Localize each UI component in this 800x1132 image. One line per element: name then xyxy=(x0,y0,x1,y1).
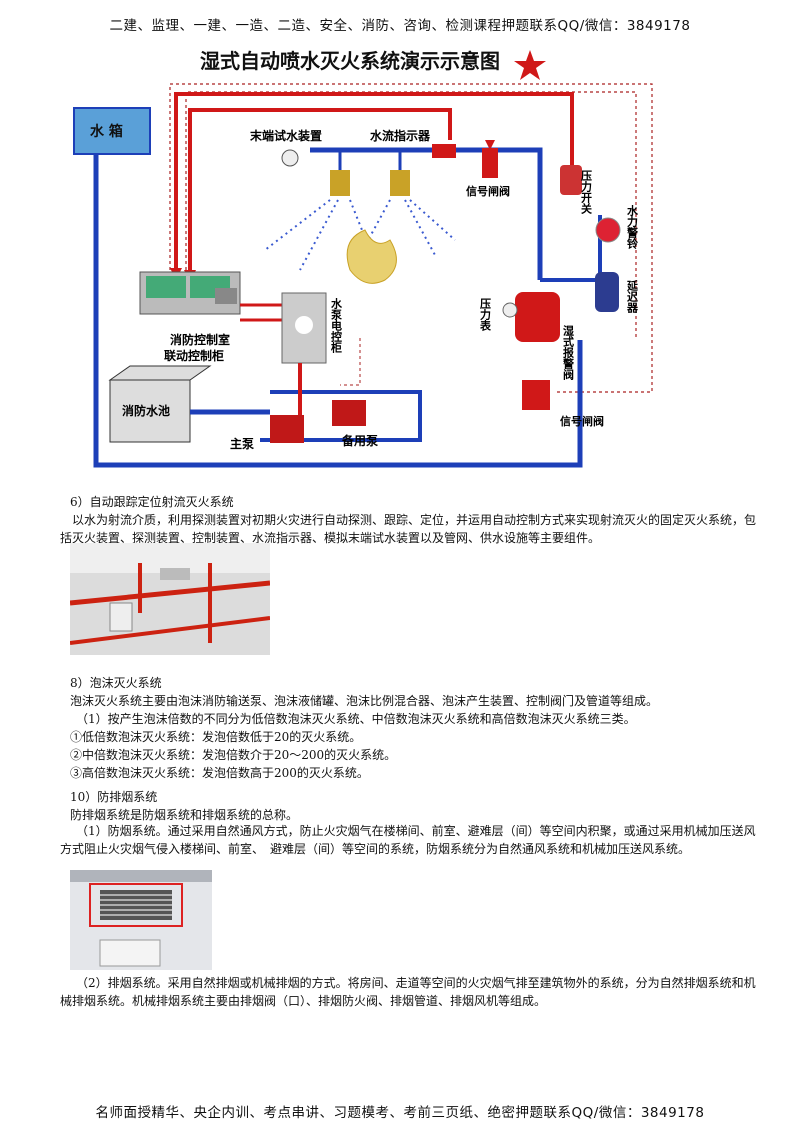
flow-indicator-label: 水流指示器 xyxy=(370,128,431,143)
smoke-vent-photo xyxy=(70,870,212,970)
section-8-line-1: 泡沫灭火系统主要由泡沫消防输送泵、泡沫液储罐、泡沫比例混合器、泡沫产生装置、控制… xyxy=(70,694,659,708)
fire-pool xyxy=(109,379,191,443)
main-pump-label: 主泵 xyxy=(230,436,254,451)
signal-valve-bottom-label: 信号闸阀 xyxy=(560,414,604,428)
linkage-cabinet-label: 联动控制柜 xyxy=(164,348,224,363)
section-8-line-3: ①低倍数泡沫灭火系统：发泡倍数低于20的灭火系统。 xyxy=(70,730,362,744)
section-8-line-5: ③高倍数泡沫灭火系统：发泡倍数高于200的灭火系统。 xyxy=(70,766,369,780)
diagram-title: 湿式自动喷水灭火系统演示示意图 xyxy=(200,49,500,73)
fire-pool-label: 消防水池 xyxy=(122,403,170,418)
alarm-valve-label: 湿式报警阀 xyxy=(562,324,576,381)
page-header: 二建、监理、一建、一造、二造、安全、消防、咨询、检测课程押题联系QQ/微信：38… xyxy=(109,18,691,34)
standby-pump xyxy=(332,400,366,426)
control-room-label: 消防控制室 xyxy=(170,332,230,347)
pressure-switch-label: 压力开关 xyxy=(580,169,593,215)
standby-pump-label: 备用泵 xyxy=(341,433,378,448)
end-test-label: 末端试水装置 xyxy=(250,128,322,143)
sprinkler-system-diagram: 湿式自动喷水灭火系统演示示意图 水 箱 末端试水装置 水流指示器 信号闸阀 压力… xyxy=(73,49,653,468)
tracking-jet-photo xyxy=(70,543,270,655)
alarm-bell-label: 水力警铃 xyxy=(626,204,640,250)
pump-panel-label: 水泵电控柜 xyxy=(330,297,344,354)
star-icon xyxy=(514,50,546,80)
water-tank-label: 水 箱 xyxy=(90,123,123,140)
page-footer: 名师面授精华、央企内训、考点串讲、习题模考、考前三页纸、绝密押题联系QQ/微信：… xyxy=(95,1105,705,1121)
main-pump xyxy=(270,415,304,443)
delayer-label: 延迟器 xyxy=(626,279,640,314)
section-8-heading: 8）泡沫灭火系统 xyxy=(70,676,162,690)
section-10-line-1: 防排烟系统是防烟系统和排烟系统的总称。 xyxy=(70,808,299,822)
section-8-line-2: （1）按产生泡沫倍数的不同分为低倍数泡沫灭火系统、中倍数泡沫灭火系统和高倍数泡沫… xyxy=(76,712,636,726)
section-8-line-4: ②中倍数泡沫灭火系统：发泡倍数介于20～200的灭火系统。 xyxy=(70,748,397,762)
signal-valve-top-label: 信号闸阀 xyxy=(466,184,510,198)
pump-control-panel xyxy=(281,292,327,364)
section-10-paragraph-2: （2）排烟系统。采用自然排烟或机械排烟的方式。将房间、走道等空间的火灾烟气排至建… xyxy=(60,976,756,1008)
pressure-gauge-label: 压力表 xyxy=(479,297,493,332)
section-6-heading: 6）自动跟踪定位射流灭火系统 xyxy=(70,495,234,509)
water-tank xyxy=(73,107,151,155)
section-10-paragraph-1: （1）防烟系统。通过采用自然通风方式，防止火灾烟气在楼梯间、前室、避难层（间）等… xyxy=(60,824,756,856)
section-6-paragraph: 以水为射流介质，利用探测装置对初期火灾进行自动探测、跟踪、定位，并运用自动控制方… xyxy=(60,513,757,545)
section-10-heading: 10）防排烟系统 xyxy=(70,790,158,804)
